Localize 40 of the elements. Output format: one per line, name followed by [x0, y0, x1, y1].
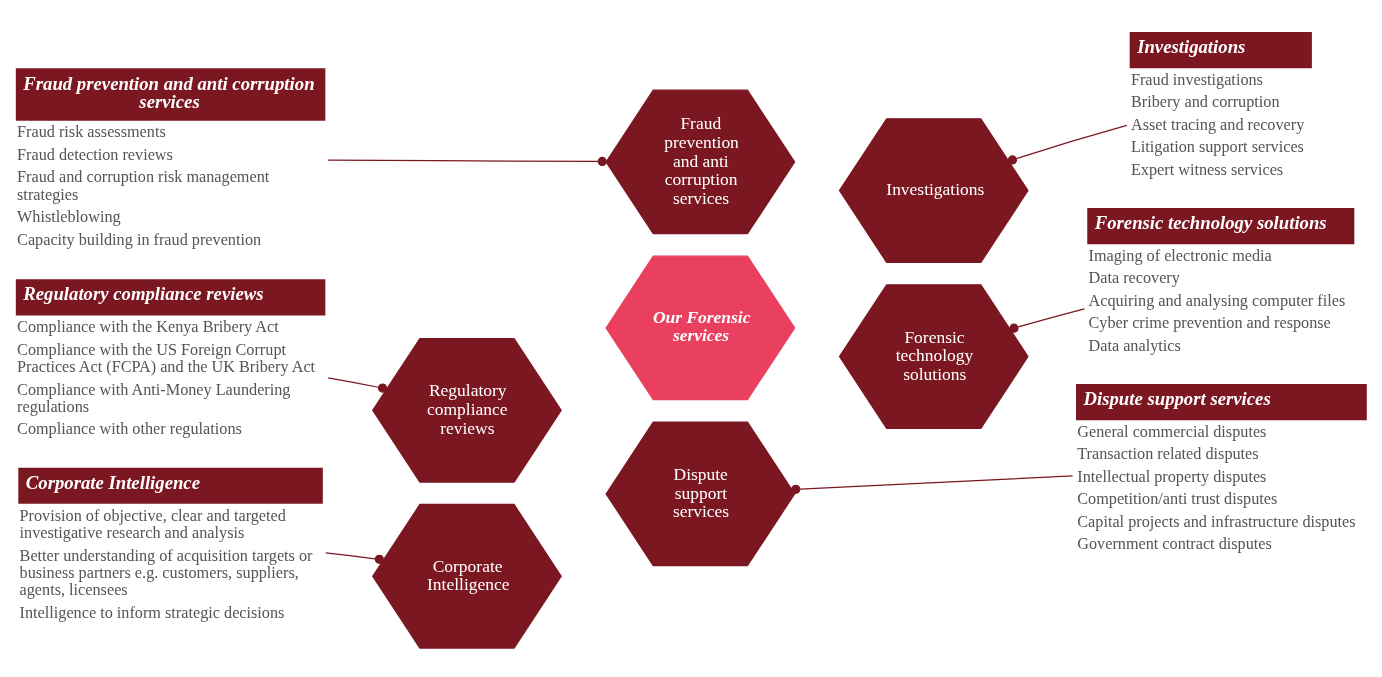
node-label: Expert witness services: [1130, 160, 1284, 179]
node-label: Government contract disputes: [1077, 535, 1272, 554]
node-label: Fraud detection reviews: [17, 145, 173, 164]
node-label: Provision of objective, clear and targeted investigative research and analysis: [19, 506, 286, 543]
node-label: Compliance with other regulations: [17, 420, 242, 439]
node-label: Imaging of electronic media: [1088, 247, 1272, 265]
node-label: Capital projects and infrastructure disputes: [1077, 512, 1356, 531]
node-label: Intelligence to inform strategic decisions: [19, 603, 285, 622]
node-box: Corporate Intelligence: [18, 467, 323, 504]
node-label: Whistleblowing: [17, 208, 121, 227]
node-label: Litigation support services: [1130, 138, 1304, 157]
connector: [1009, 308, 1086, 333]
node-label: Better understanding of acquisition targets or business partners e.g. customers, suppliers, agents, licensees: [19, 546, 313, 600]
node-box: Regulatory compliance reviews: [15, 279, 326, 316]
node-box: Forensic technology solutions: [1087, 208, 1355, 245]
node-box: Dispute support services: [1076, 384, 1367, 421]
node-label: Capacity building in fraud prevention: [17, 230, 262, 249]
node-label: Bribery and corruption: [1130, 93, 1280, 112]
node-label: Data recovery: [1088, 269, 1180, 288]
node-box: Investigations: [1129, 32, 1312, 69]
connector: [791, 475, 1074, 494]
node-label: Asset tracing and recovery: [1130, 115, 1305, 134]
node-label: Fraud and corruption risk management strategies: [17, 168, 270, 204]
node-label: Compliance with the US Foreign Corrupt Practices Act (FCPA) and the UK Bribery Act: [17, 340, 316, 377]
node-label: General commercial disputes: [1077, 422, 1267, 441]
node-label: Data analytics: [1088, 336, 1181, 355]
node-label: Intellectual property disputes: [1077, 467, 1267, 486]
connector: [1007, 124, 1128, 165]
node-label: Transaction related disputes: [1077, 445, 1259, 464]
connector: [327, 156, 607, 167]
node-label: Fraud risk assessments: [17, 123, 166, 142]
node-label: Compliance with the Kenya Bribery Act: [17, 318, 279, 337]
node-label: Fraud investigations: [1130, 71, 1263, 90]
node-label: Cyber crime prevention and response: [1088, 314, 1331, 333]
connector: [325, 552, 384, 564]
node-label: Competition/anti trust disputes: [1077, 490, 1278, 509]
node-box: Fraud prevention and anti corruption services: [15, 68, 326, 121]
connector: [327, 377, 388, 393]
node-label: Acquiring and analysing computer files: [1088, 291, 1346, 310]
node-label: Compliance with Anti-Money Laundering regulations: [17, 380, 291, 417]
